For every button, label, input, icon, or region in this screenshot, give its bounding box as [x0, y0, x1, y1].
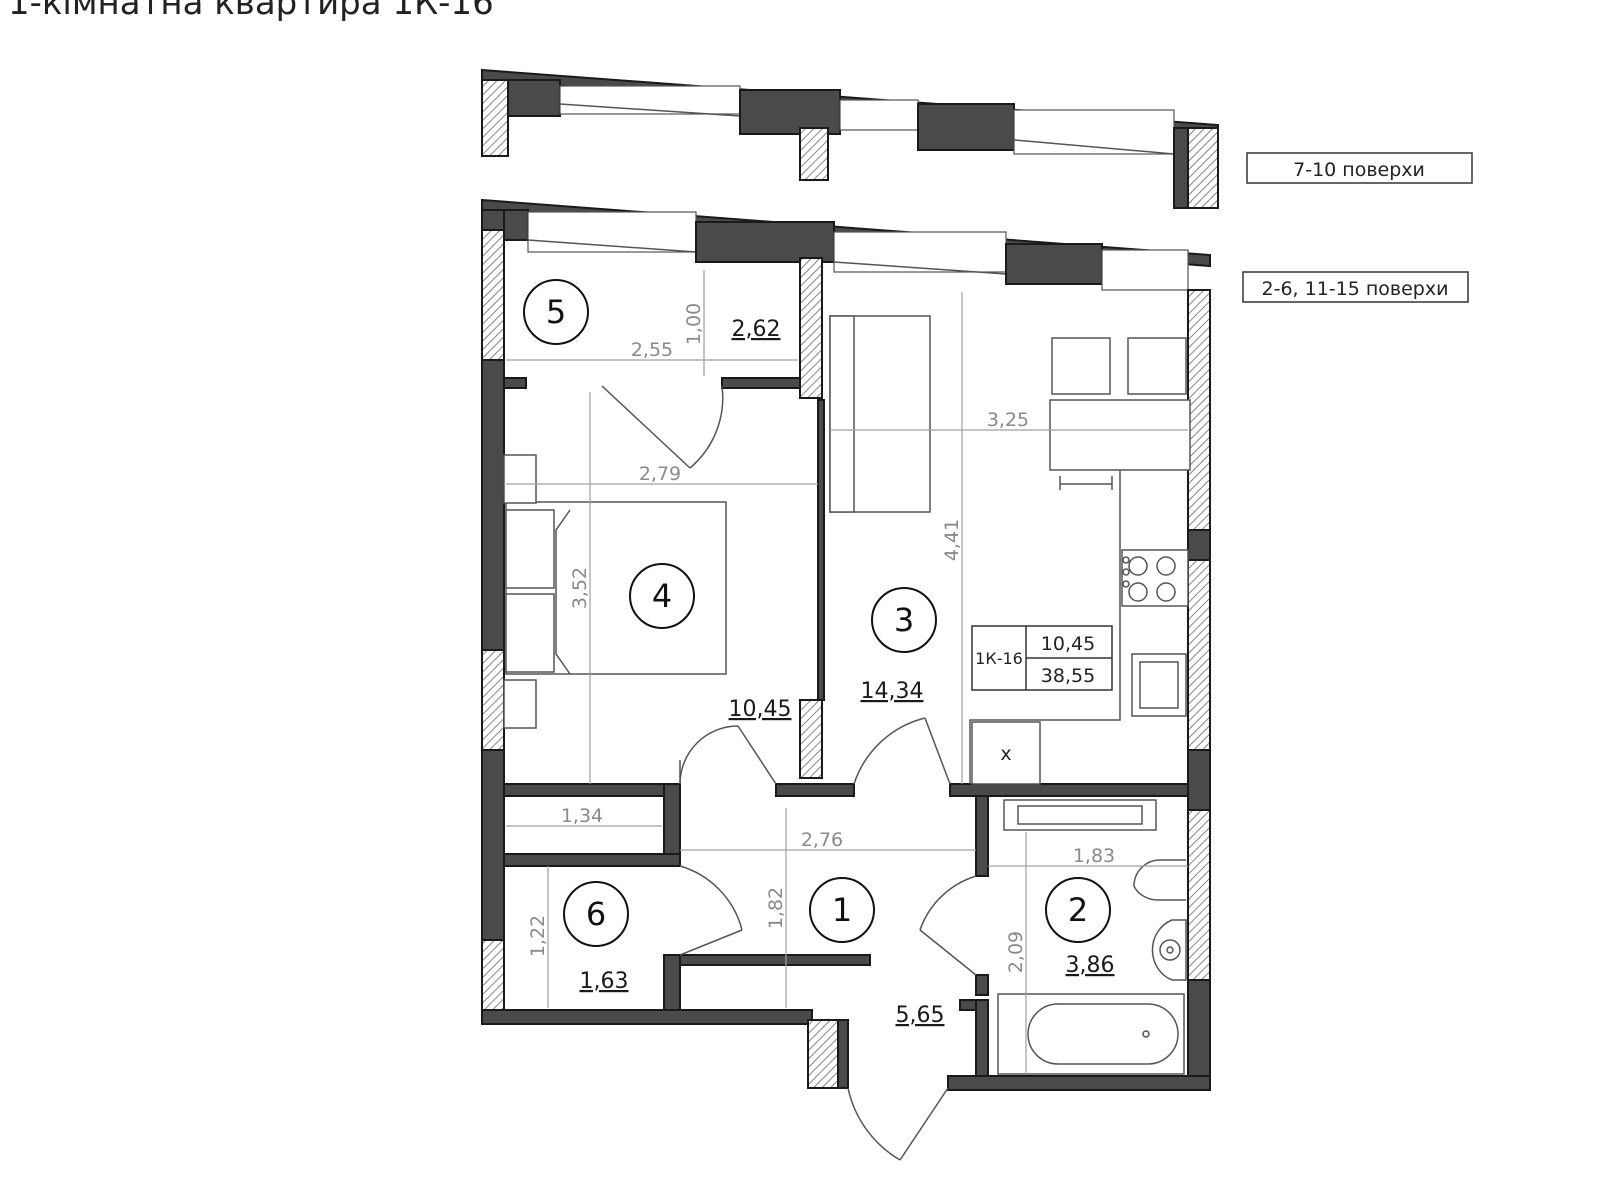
- room-5-number: 5: [546, 293, 566, 331]
- room-6-number: 6: [586, 895, 606, 933]
- dim-bath-length: 2,09: [1005, 931, 1027, 973]
- floor-label-lower: 2-6, 11-15 поверхи: [1262, 278, 1449, 300]
- room-4-number: 4: [652, 577, 672, 615]
- doors: [601, 385, 977, 1161]
- room-4-circle: [629, 563, 695, 629]
- plan-title: 1-кімнатна квартира 1К-16: [8, 0, 494, 23]
- upper-facade: [481, 68, 1219, 209]
- floor-label-upper: 7-10 поверхи: [1293, 159, 1425, 181]
- apartment-walls: [481, 198, 1211, 1091]
- room-3-area: 14,34: [861, 679, 924, 704]
- dimension-lines: [506, 270, 1188, 1074]
- room-5-circle: [523, 279, 589, 345]
- dim-closet-depth: 1,22: [527, 915, 549, 957]
- room-4-area: 10,45: [729, 697, 792, 722]
- room-2-number: 2: [1068, 891, 1088, 929]
- dim-closet-width: 1,34: [561, 805, 603, 827]
- room-3-number: 3: [894, 601, 914, 639]
- legend-code: 1К-16: [975, 649, 1023, 668]
- room-1-circle: [809, 877, 875, 943]
- dim-bedroom-width: 2,79: [639, 463, 681, 485]
- room-2-area: 3,86: [1066, 953, 1115, 978]
- room-markers: 5 4 3 1 2 6: [523, 279, 1111, 947]
- dim-hall-length: 1,82: [765, 887, 787, 929]
- dim-bedroom-length: 3,52: [569, 567, 591, 609]
- room-6-circle: [563, 881, 629, 947]
- dim-hall-width: 2,76: [801, 829, 843, 851]
- room-2-circle: [1045, 877, 1111, 943]
- legend-living-area: 10,45: [1041, 633, 1095, 655]
- dim-living-length: 4,41: [941, 519, 963, 561]
- room-1-number: 1: [832, 891, 852, 929]
- dim-balcony-width: 2,55: [631, 339, 673, 361]
- area-legend: [971, 625, 1113, 691]
- room-6-area: 1,63: [580, 969, 629, 994]
- dim-balcony-depth: 1,00: [683, 303, 705, 345]
- floor-label-lower-box: [1242, 271, 1469, 303]
- room-5-area: 2,62: [732, 317, 781, 342]
- room-3-circle: [871, 587, 937, 653]
- room-1-area: 5,65: [896, 1003, 945, 1028]
- dim-bath-width: 1,83: [1073, 845, 1115, 867]
- floor-label-upper-box: [1246, 152, 1473, 184]
- legend-total-area: 38,55: [1041, 665, 1095, 687]
- appliance-mark: x: [1000, 743, 1011, 765]
- dim-living-width: 3,25: [987, 409, 1029, 431]
